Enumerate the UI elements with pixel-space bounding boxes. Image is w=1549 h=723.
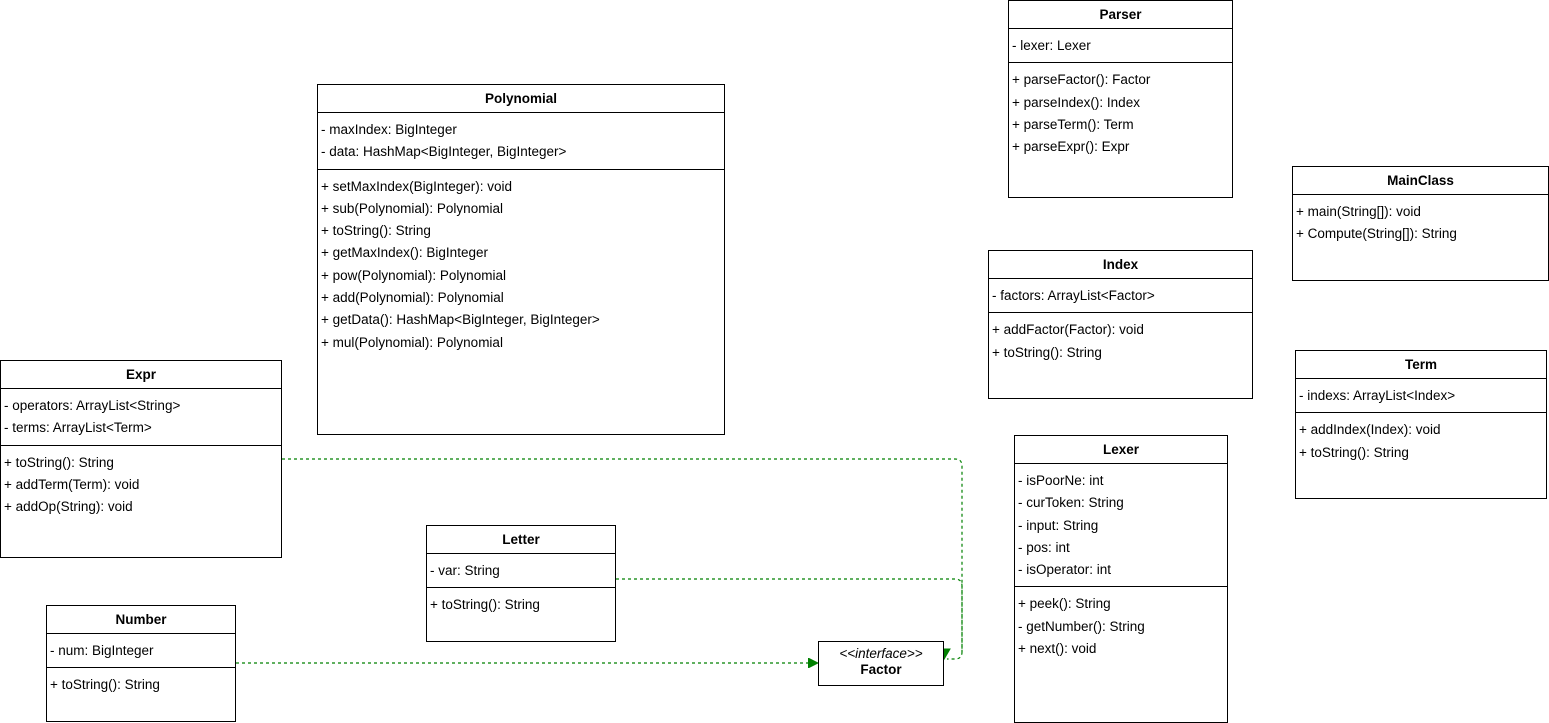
class-parser-name: Parser [1009,1,1232,29]
class-expr-attributes: - operators: ArrayList<String> - terms: … [1,389,281,446]
attribute: - curToken: String [1018,495,1124,511]
method: + next(): void [1018,641,1097,657]
method: + toString(): String [430,597,540,613]
class-letter-name: Letter [427,526,615,554]
attribute: - var: String [430,563,500,578]
attribute: - pos: int [1018,539,1070,555]
class-number-attributes: - num: BigInteger [47,634,235,669]
class-number-methods: + toString(): String [47,668,235,701]
method: + parseIndex(): Index [1012,94,1140,110]
class-mainclass-methods: + main(String[]): void + Compute(String[… [1293,195,1548,251]
class-letter[interactable]: Letter - var: String + toString(): Strin… [426,525,616,642]
class-polynomial-name: Polynomial [318,85,724,113]
attribute: - data: HashMap<BigInteger, BigInteger> [321,144,567,160]
attribute: - operators: ArrayList<String> [4,398,181,413]
class-polynomial-attributes: - maxIndex: BigInteger - data: HashMap<B… [318,113,724,170]
method: + toString(): String [321,223,431,239]
class-term[interactable]: Term - indexs: ArrayList<Index> + addInd… [1295,350,1547,499]
class-expr[interactable]: Expr - operators: ArrayList<String> - te… [0,360,282,558]
method: + add(Polynomial): Polynomial [321,290,504,306]
interface-factor-name: Factor [860,662,902,677]
class-parser-attributes: - lexer: Lexer [1009,29,1232,64]
attribute: - isOperator: int [1018,562,1112,578]
method: + pow(Polynomial): Polynomial [321,267,506,283]
method: - getNumber(): String [1018,618,1145,634]
method: + getMaxIndex(): BigInteger [321,245,488,261]
class-index-name: Index [989,251,1252,279]
class-index-methods: + addFactor(Factor): void + toString(): … [989,313,1252,369]
class-index[interactable]: Index - factors: ArrayList<Factor> + add… [988,250,1253,399]
attribute: - lexer: Lexer [1012,38,1091,53]
method: + parseFactor(): Factor [1012,72,1151,88]
class-term-attributes: - indexs: ArrayList<Index> [1296,379,1546,414]
method: + peek(): String [1018,596,1111,612]
class-mainclass-name: MainClass [1293,167,1548,195]
class-polynomial[interactable]: Polynomial - maxIndex: BigInteger - data… [317,84,725,435]
attribute: - isPoorNe: int [1018,473,1104,488]
class-letter-attributes: - var: String [427,554,615,589]
interface-stereotype: <<interface>> [839,646,923,661]
attribute: - terms: ArrayList<Term> [4,420,152,436]
class-parser[interactable]: Parser - lexer: Lexer + parseFactor(): F… [1008,0,1233,198]
class-number[interactable]: Number - num: BigInteger + toString(): S… [46,605,236,722]
attribute: - input: String [1018,517,1099,533]
method: + addOp(String): void [4,499,133,515]
class-lexer-name: Lexer [1015,436,1227,464]
method: + addFactor(Factor): void [992,322,1144,338]
attribute: - factors: ArrayList<Factor> [992,288,1155,303]
method: + getData(): HashMap<BigInteger, BigInte… [321,312,600,328]
class-term-methods: + addIndex(Index): void + toString(): St… [1296,413,1546,469]
interface-factor[interactable]: <<interface>> Factor [818,641,944,686]
method: + addIndex(Index): void [1299,422,1441,438]
method: + main(String[]): void [1296,204,1421,219]
method: + toString(): String [992,344,1102,360]
method: + toString(): String [1299,444,1409,460]
class-expr-methods: + toString(): String + addTerm(Term): vo… [1,446,281,524]
method: + setMaxIndex(BigInteger): void [321,178,512,194]
attribute: - indexs: ArrayList<Index> [1299,388,1456,403]
method: + parseTerm(): Term [1012,116,1134,132]
method: + toString(): String [50,677,160,693]
attribute: - maxIndex: BigInteger [321,122,457,137]
class-parser-methods: + parseFactor(): Factor + parseIndex(): … [1009,63,1232,163]
class-lexer-attributes: - isPoorNe: int - curToken: String - inp… [1015,464,1227,588]
class-number-name: Number [47,606,235,634]
method: + parseExpr(): Expr [1012,139,1130,155]
expr-realizes-factor-connector [282,458,963,660]
class-letter-methods: + toString(): String [427,588,615,621]
class-expr-name: Expr [1,361,281,389]
method: + addTerm(Term): void [4,476,140,492]
method: + toString(): String [4,454,114,470]
class-lexer[interactable]: Lexer - isPoorNe: int - curToken: String… [1014,435,1228,723]
class-mainclass[interactable]: MainClass + main(String[]): void + Compu… [1292,166,1549,281]
attribute: - num: BigInteger [50,643,154,658]
method: + sub(Polynomial): Polynomial [321,200,503,216]
class-polynomial-methods: + setMaxIndex(BigInteger): void + sub(Po… [318,170,724,359]
class-index-attributes: - factors: ArrayList<Factor> [989,279,1252,314]
class-term-name: Term [1296,351,1546,379]
class-lexer-methods: + peek(): String - getNumber(): String +… [1015,587,1227,665]
method: + mul(Polynomial): Polynomial [321,334,503,350]
method: + Compute(String[]): String [1296,226,1457,242]
